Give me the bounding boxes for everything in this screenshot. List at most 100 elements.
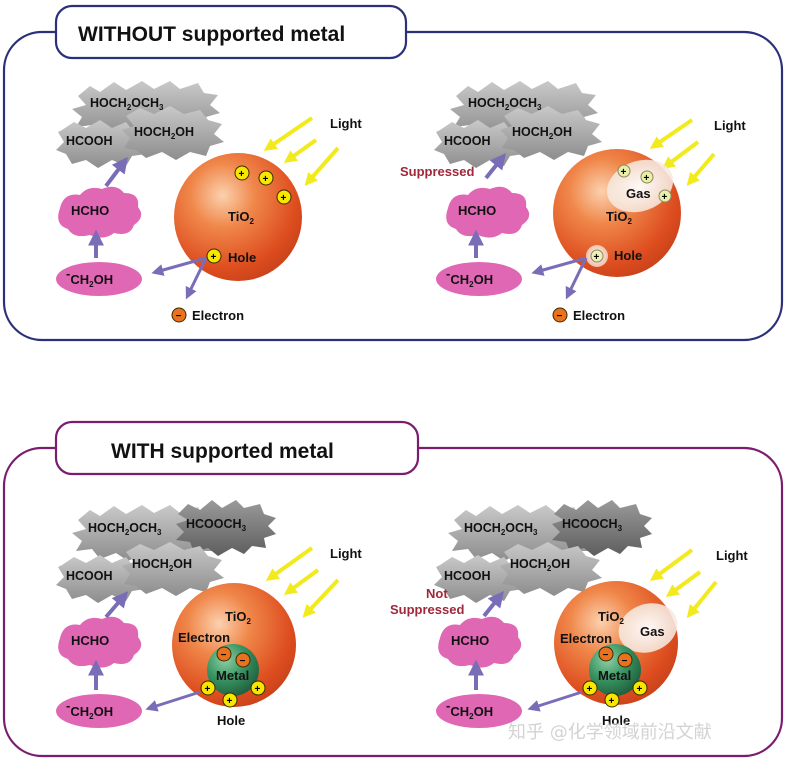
svg-text:−: − xyxy=(240,656,246,667)
minus-circle-icon: − xyxy=(235,652,251,668)
tio2-label: TiO2 xyxy=(225,609,251,626)
hole-label: Hole xyxy=(217,713,245,728)
tio2-sphere xyxy=(174,153,302,281)
panel-with-metal: WITH supported metal HOCH2OCH3 HCOOCH3 H… xyxy=(2,420,784,758)
electron-label: Electron xyxy=(178,630,230,645)
panel-without-metal: WITHOUT supported metal HOCH2OCH3 HCOOH … xyxy=(2,4,784,342)
electron-label: Electron xyxy=(573,308,625,323)
gas-bubble xyxy=(618,603,678,653)
product-cloud xyxy=(552,500,652,556)
hcho-label: HCHO xyxy=(71,203,109,218)
hcho-blob xyxy=(58,616,142,668)
ch2oh-oval xyxy=(56,262,142,296)
svg-text:+: + xyxy=(239,169,245,180)
svg-text:+: + xyxy=(594,252,600,263)
plus-circle-icon: + xyxy=(222,692,238,708)
hole-label: Hole xyxy=(228,250,256,265)
cloud-label-hoch2oh: HOCH2OH xyxy=(132,557,192,573)
scene-bottom-right: HOCH2OCH3 HCOOCH3 HCOOH HOCH2OH Not Supp… xyxy=(390,500,748,728)
ch2oh-oval xyxy=(56,694,142,728)
gas-label: Gas xyxy=(626,186,651,201)
cloud-label-hoch2och3: HOCH2OCH3 xyxy=(468,96,542,112)
scene-bottom-left: HOCH2OCH3 HCOOCH3 HCOOH HOCH2OH Light Ti… xyxy=(56,500,362,728)
product-cloud xyxy=(72,505,220,561)
ch2oh-label: -CH2OH xyxy=(446,698,493,721)
plus-circle-icon: + xyxy=(617,164,631,178)
reaction-arrow-icon xyxy=(104,156,128,188)
hcho-label: HCHO xyxy=(71,633,109,648)
hcho-blob xyxy=(58,186,142,238)
ch2oh-label: -CH2OH xyxy=(66,266,113,289)
svg-text:+: + xyxy=(281,193,287,204)
tio2-label: TiO2 xyxy=(606,209,632,226)
product-cloud xyxy=(56,120,146,168)
cloud-label-hoch2oh: HOCH2OH xyxy=(512,125,572,141)
svg-text:−: − xyxy=(622,656,628,667)
svg-text:+: + xyxy=(205,684,211,695)
svg-text:+: + xyxy=(211,252,217,263)
scene-top-left: HOCH2OCH3 HCOOH HOCH2OH Light TiO2 + + +… xyxy=(56,81,362,323)
light-arrow-icon xyxy=(649,118,716,186)
electron-label: Electron xyxy=(560,631,612,646)
cloud-label-hoch2och3: HOCH2OCH3 xyxy=(88,521,162,537)
cloud-label-hcooch3: HCOOCH3 xyxy=(562,517,623,533)
plus-circle-icon: + xyxy=(276,189,292,205)
hcho-blob xyxy=(446,186,530,238)
watermark: 知乎 @化学领域前沿文献 xyxy=(508,722,712,743)
svg-text:−: − xyxy=(557,311,563,322)
cloud-label-hoch2oh: HOCH2OH xyxy=(134,125,194,141)
minus-circle-icon: − xyxy=(216,646,232,662)
light-label: Light xyxy=(716,548,748,563)
ch2oh-label: -CH2OH xyxy=(446,266,493,289)
product-cloud xyxy=(500,106,602,160)
panel-title: WITH supported metal xyxy=(111,440,334,463)
tio2-label: TiO2 xyxy=(228,209,254,226)
svg-text:+: + xyxy=(621,167,627,178)
product-cloud xyxy=(500,542,602,596)
reaction-arrow-icon xyxy=(527,690,583,712)
minus-circle-icon: − xyxy=(171,307,187,323)
minus-circle-icon: − xyxy=(552,307,568,323)
hole-label: Hole xyxy=(614,248,642,263)
reaction-arrow-icon xyxy=(185,257,208,300)
reaction-arrow-icon xyxy=(482,591,504,618)
svg-text:+: + xyxy=(263,174,269,185)
hcho-label: HCHO xyxy=(458,203,496,218)
minus-circle-icon: − xyxy=(617,652,633,668)
plus-circle-icon: + xyxy=(206,248,222,264)
svg-text:+: + xyxy=(637,684,643,695)
reaction-arrow-icon xyxy=(565,257,588,300)
plus-circle-icon: + xyxy=(250,680,266,696)
panel-title-box xyxy=(54,420,420,476)
light-arrow-icon xyxy=(265,546,340,618)
not-label: Not xyxy=(426,586,448,601)
metal-label: Metal xyxy=(598,668,631,683)
suppressed-label: Suppressed xyxy=(390,602,464,617)
plus-circle-icon: + xyxy=(590,249,604,263)
cloud-label-hoch2oh: HOCH2OH xyxy=(510,557,570,573)
plus-circle-icon: + xyxy=(582,680,598,696)
cloud-label-hcooch3: HCOOCH3 xyxy=(186,517,247,533)
cloud-label-hcooh: HCOOH xyxy=(444,569,491,583)
light-label: Light xyxy=(714,118,746,133)
cloud-label-hcooh: HCOOH xyxy=(66,569,113,583)
cloud-label-hcooh: HCOOH xyxy=(66,134,113,148)
plus-circle-icon: + xyxy=(258,170,274,186)
reaction-arrow-icon xyxy=(145,690,201,712)
hole-label: Hole xyxy=(602,713,630,728)
svg-text:+: + xyxy=(255,684,261,695)
metal-label: Metal xyxy=(216,668,249,683)
electron-label: Electron xyxy=(192,308,244,323)
ch2oh-oval xyxy=(436,262,522,296)
light-label: Light xyxy=(330,116,362,131)
minus-circle-icon: − xyxy=(598,646,614,662)
suppressed-label: Suppressed xyxy=(400,164,474,179)
light-arrow-icon xyxy=(263,116,340,186)
light-arrow-icon xyxy=(649,548,718,618)
reaction-arrow-icon xyxy=(151,256,207,276)
tio2-label: TiO2 xyxy=(598,609,624,626)
hcho-blob xyxy=(438,616,522,668)
svg-text:+: + xyxy=(644,173,650,184)
svg-text:+: + xyxy=(609,696,615,707)
